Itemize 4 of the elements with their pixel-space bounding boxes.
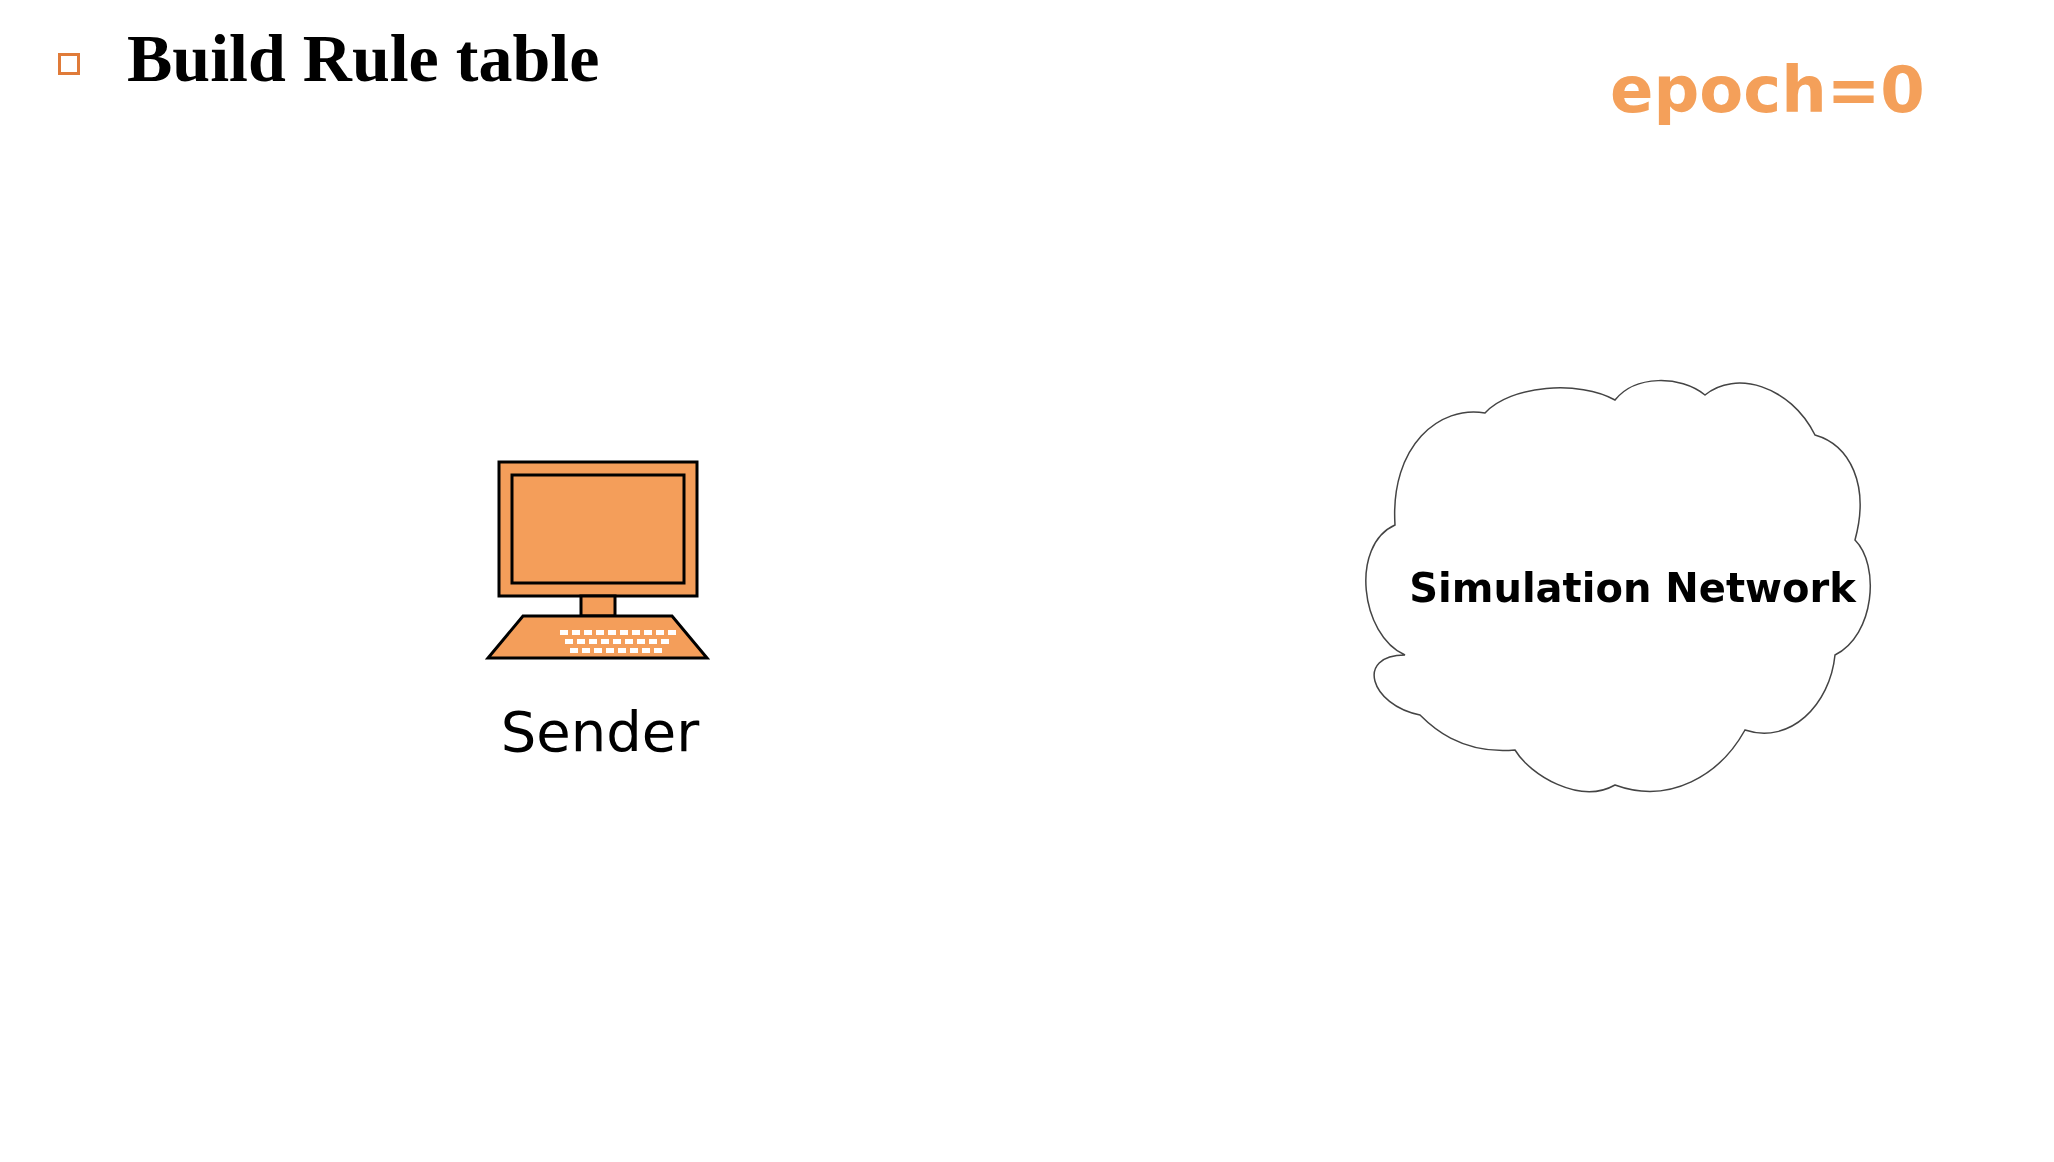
title: Build Rule table <box>127 19 600 98</box>
node-label: Simulation Network <box>1409 563 1856 613</box>
node-label: Sender <box>499 698 701 766</box>
epoch-label: epoch=0 <box>1610 52 1925 128</box>
